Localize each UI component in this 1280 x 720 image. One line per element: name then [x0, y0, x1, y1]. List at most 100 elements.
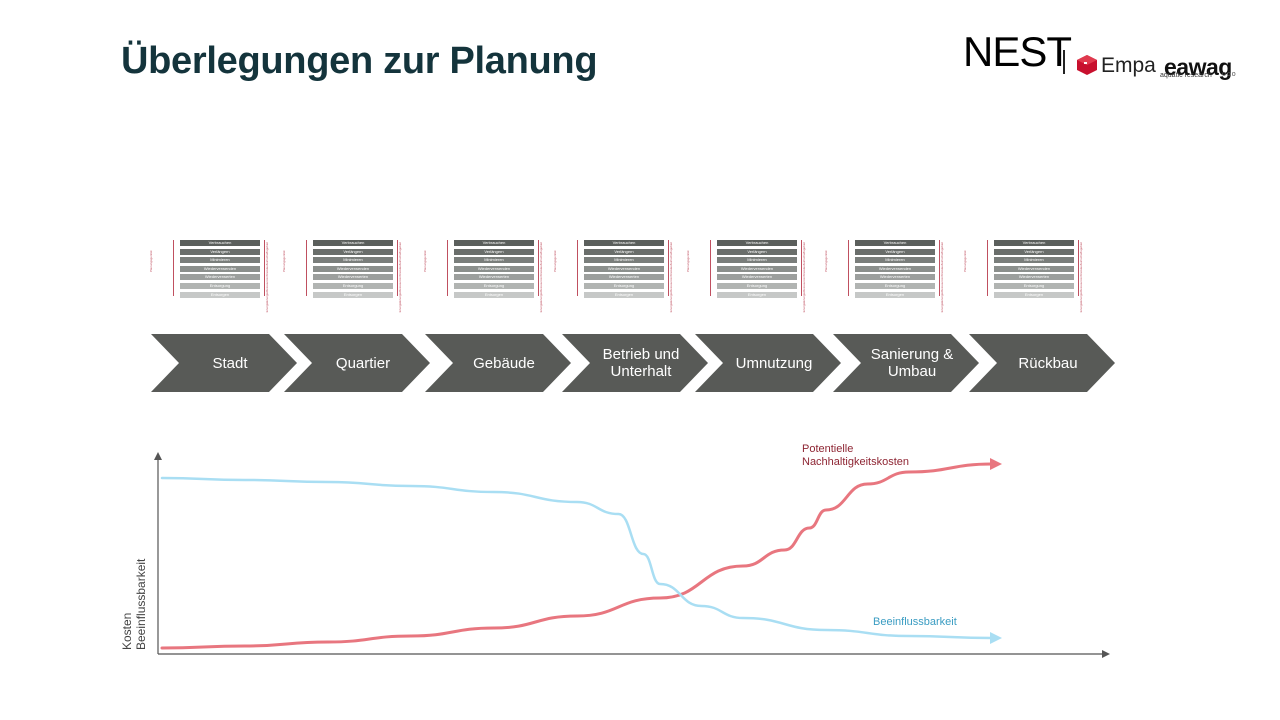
- mini-right-axis: [538, 240, 539, 296]
- mini-right-label: Kreislaufwirtschaftsgebiet: [802, 242, 806, 277]
- process-step-label: Sanierung & Umbau: [870, 346, 954, 380]
- process-step-label: Umnutzung: [735, 354, 813, 372]
- mini-bar: Verlängern: [717, 248, 797, 255]
- mini-bar: Wiederverwenden: [994, 265, 1074, 272]
- mini-bar: Wiederverwenden: [584, 265, 664, 272]
- mini-right-label: Energie: [669, 292, 673, 303]
- mini-axis-label: Planungsgenität: [963, 250, 967, 272]
- partner-logos: NEST Empa eawag aquatic research ooo: [960, 28, 1260, 88]
- y-axis-arrow-icon: [154, 452, 162, 460]
- mini-right-label: Ressourcen: [398, 276, 402, 293]
- mini-bar: Wiederverwenden: [717, 265, 797, 272]
- mini-bar: Verlängern: [180, 248, 260, 255]
- mini-bar: Wiederverwerten: [994, 274, 1074, 281]
- mini-bar: Entsorgung: [717, 282, 797, 289]
- mini-right-label: Energie: [539, 292, 543, 303]
- mini-bar: Verbrauchen: [584, 240, 664, 246]
- mini-right-label: Energie: [539, 302, 543, 313]
- mini-bar: Verlängern: [855, 248, 935, 255]
- mini-bar: Verbrauchen: [855, 240, 935, 246]
- mini-right-label: Kreislaufwirtschaftsgebiet: [539, 242, 543, 277]
- chevron-shape: [562, 334, 708, 392]
- mini-right-axis: [397, 240, 398, 296]
- cost-influence-chart: [154, 452, 1110, 658]
- mini-right-label: Energie: [265, 302, 269, 313]
- mini-bar: Wiederverwerten: [584, 274, 664, 281]
- mini-bar: Wiederverwenden: [454, 265, 534, 272]
- mini-right-label: Energie: [1079, 292, 1083, 303]
- x-axis-arrow-icon: [1102, 650, 1110, 658]
- mini-axis-arrow: [577, 240, 578, 296]
- process-step: Stadt: [151, 334, 299, 392]
- process-step-label: Rückbau: [1018, 354, 1078, 372]
- mini-bar: Entsorgung: [313, 282, 393, 289]
- mini-right-label: Energie: [1079, 302, 1083, 313]
- mini-axis-arrow: [306, 240, 307, 296]
- mini-bar: Entsorgung: [180, 282, 260, 289]
- mini-right-label: Ressourcen: [265, 276, 269, 293]
- empa-cube-icon: [1077, 55, 1097, 75]
- mini-bar: Wiederverwenden: [180, 265, 260, 272]
- chevron-shape: [695, 334, 841, 392]
- mini-axis-label: Planungsgenität: [149, 250, 153, 272]
- mini-axis-arrow: [848, 240, 849, 296]
- process-step-label: Stadt: [212, 354, 248, 372]
- mini-bar: Minimieren: [180, 257, 260, 264]
- mini-right-label: Energie: [802, 302, 806, 313]
- mini-bar: Minimieren: [454, 257, 534, 264]
- mini-right-axis: [939, 240, 940, 296]
- mini-right-label: Kreislaufwirtschaftsgebiet: [265, 242, 269, 277]
- mini-bar: Minimieren: [313, 257, 393, 264]
- mini-axis-arrow: [173, 240, 174, 296]
- nest-logo: NEST: [963, 28, 1072, 75]
- mini-bar: Entsorgen: [855, 291, 935, 298]
- chevron-shape: [969, 334, 1115, 392]
- mini-bar: Entsorgung: [994, 282, 1074, 289]
- chevron-shape: [425, 334, 571, 392]
- series-label-costs-line-1: Potentielle: [802, 443, 854, 455]
- mini-bar: Entsorgen: [454, 291, 534, 298]
- mini-bar: Entsorgen: [313, 291, 393, 298]
- empa-logo-text: Empa: [1101, 54, 1156, 77]
- mini-right-label: Ressourcen: [802, 276, 806, 293]
- eawag-dots: ooo: [1222, 71, 1237, 78]
- series-line: [160, 462, 994, 650]
- mini-right-label: Kreislaufwirtschaftsgebiet: [940, 242, 944, 277]
- page-title: Überlegungen zur Planung: [121, 40, 598, 82]
- process-step: Quartier: [284, 334, 432, 392]
- mini-right-label: Energie: [940, 302, 944, 313]
- mini-bar: Entsorgung: [584, 282, 664, 289]
- mini-axis-label: Planungsgenität: [824, 250, 828, 272]
- mini-bar: Verlängern: [313, 248, 393, 255]
- mini-right-label: Kreislaufwirtschaftsgebiet: [669, 242, 673, 277]
- mini-right-axis: [668, 240, 669, 296]
- mini-right-label: Kreislaufwirtschaftsgebiet: [398, 242, 402, 277]
- mini-bar: Minimieren: [584, 257, 664, 264]
- mini-axis-label: Planungsgenität: [423, 250, 427, 272]
- mini-bar: Wiederverwenden: [313, 265, 393, 272]
- chevron-shape: [833, 334, 979, 392]
- eawag-logo-text: eawag: [1164, 54, 1232, 80]
- y-axis-label-line-1: Kosten: [120, 612, 134, 650]
- mini-bar: Wiederverwerten: [180, 274, 260, 281]
- mini-bar: Verbrauchen: [454, 240, 534, 246]
- mini-bar: Verlängern: [584, 248, 664, 255]
- eawag-subtitle: aquatic research: [1160, 72, 1212, 79]
- process-step-label: Quartier: [335, 354, 391, 372]
- mini-bar: Wiederverwerten: [855, 274, 935, 281]
- mini-bar: Verbrauchen: [180, 240, 260, 246]
- mini-bar: Wiederverwerten: [717, 274, 797, 281]
- mini-bar: Minimieren: [994, 257, 1074, 264]
